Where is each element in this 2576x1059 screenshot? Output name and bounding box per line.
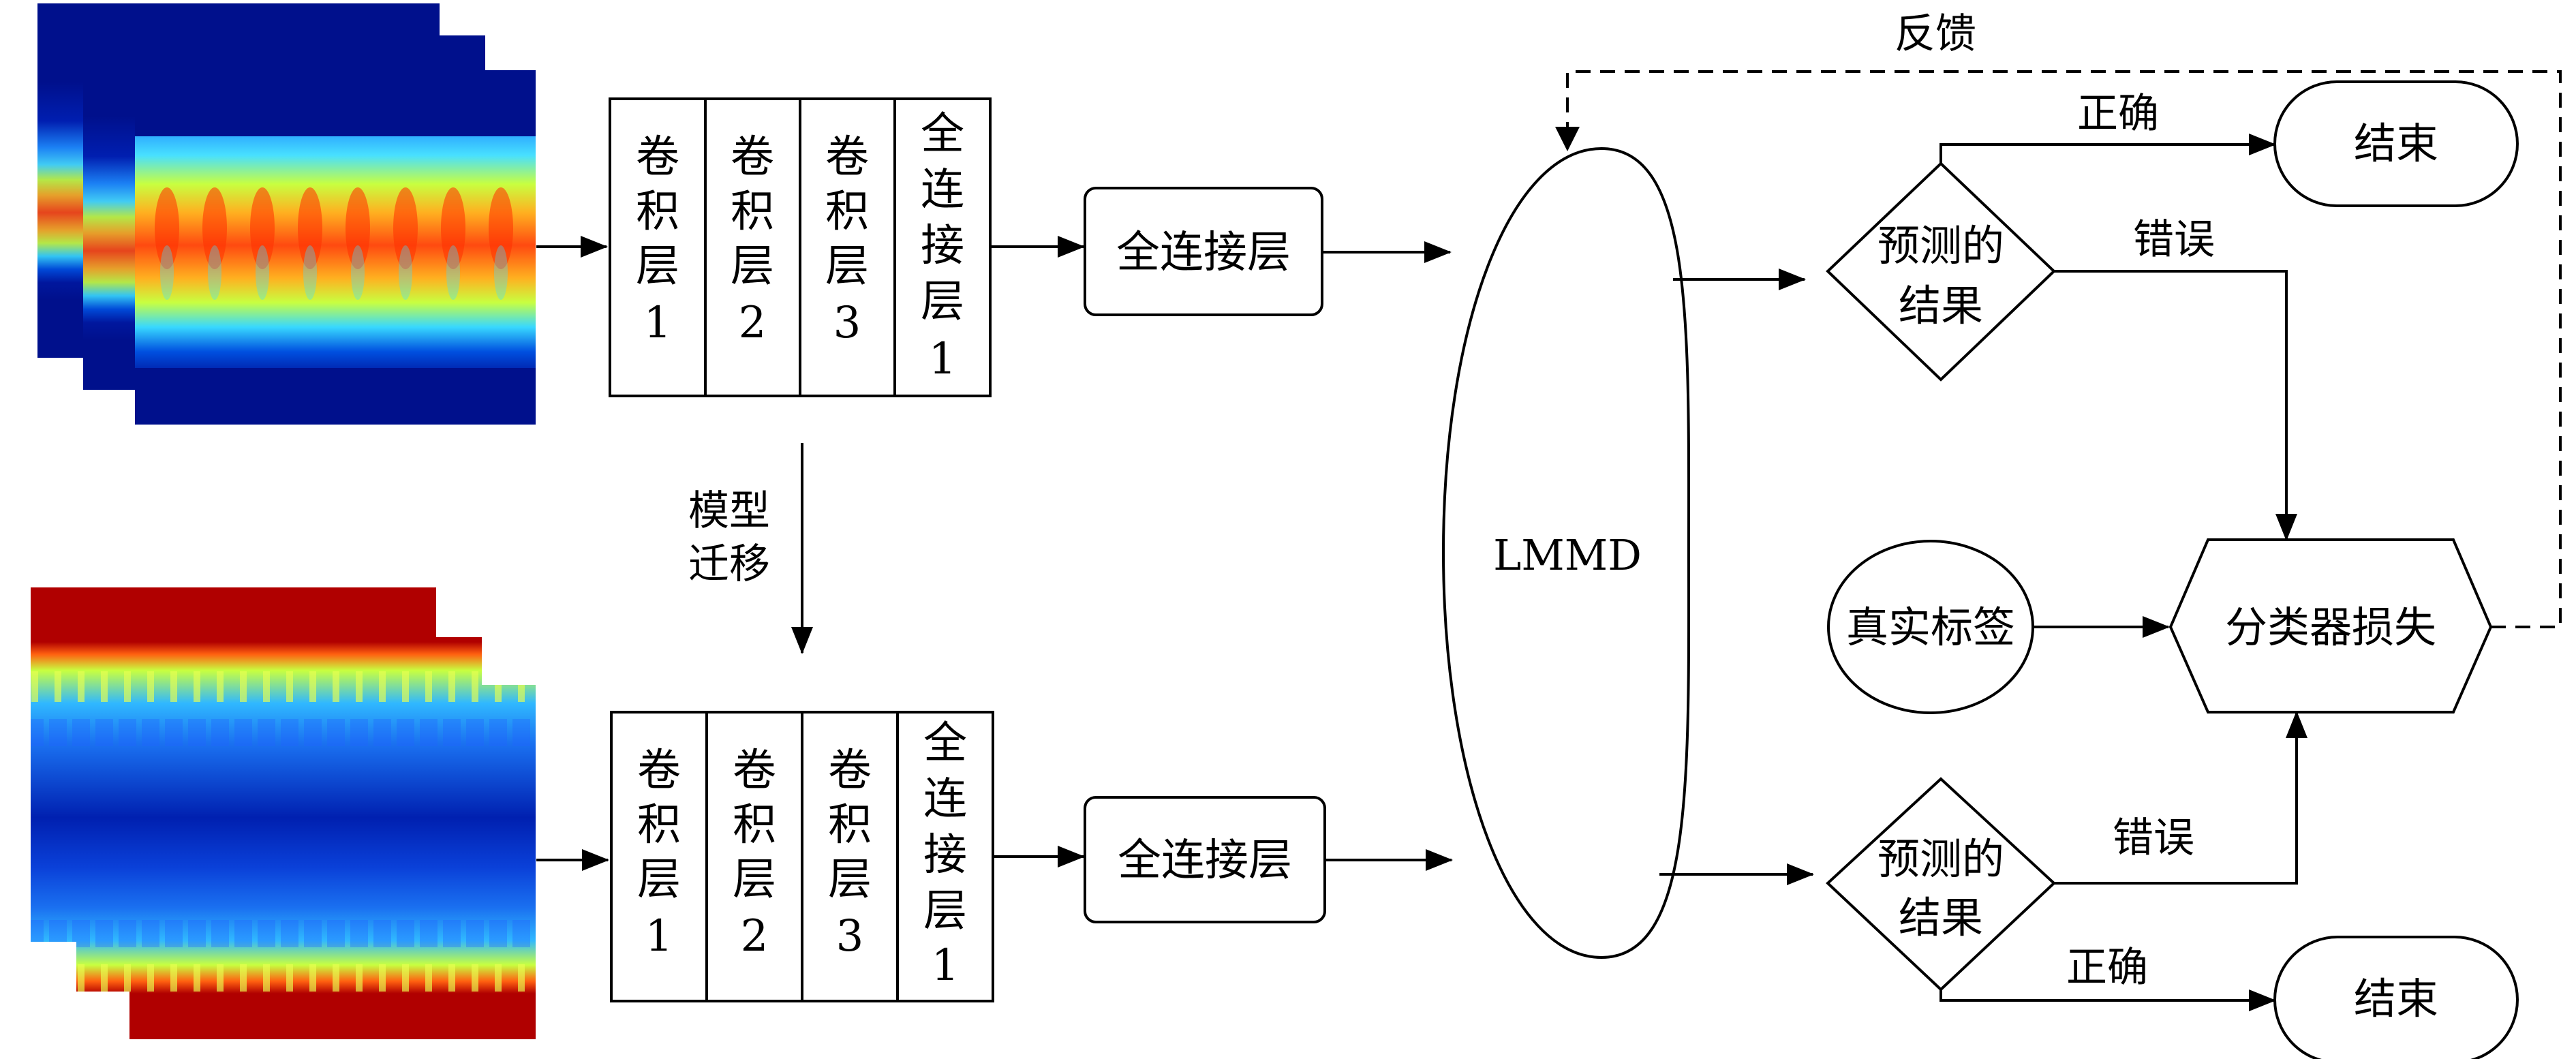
target-conv1-char3: 层: [637, 855, 681, 905]
target-fc1-char3: 接: [923, 830, 967, 880]
source-prediction-label-line2: 结果: [1899, 281, 1983, 331]
target-spectrogram-stack: [31, 587, 536, 1039]
source-fc1-char1: 全: [921, 109, 964, 159]
target-fc1-char4: 层: [923, 886, 967, 936]
source-conv3-char1: 卷: [825, 132, 869, 183]
arrow-source-wrong-to-loss: [2054, 270, 2297, 541]
target-spectrogram-front: [129, 685, 536, 1039]
source-conv1-char1: 卷: [636, 132, 679, 183]
source-conv1-char3: 层: [636, 241, 679, 292]
model-transfer-label-line2: 迁移: [688, 540, 770, 588]
target-wrong-label: 错误: [2113, 814, 2194, 862]
source-correct-label: 正确: [2077, 90, 2159, 138]
source-fc1-char5: 1: [929, 334, 957, 384]
source-prediction-label-line1: 预测的: [1877, 221, 2004, 271]
target-fc1-char2: 连: [923, 774, 967, 825]
source-conv3-char3: 层: [825, 241, 869, 292]
source-prediction-diamond: [1826, 162, 2056, 382]
source-conv3-char2: 积: [825, 187, 869, 237]
target-conv1-char1: 卷: [637, 746, 681, 796]
arrow-source-correct-to-end: [1939, 134, 2276, 164]
target-conv3-char3: 层: [828, 855, 872, 905]
arrow-target-wrong-to-loss: [2054, 711, 2307, 885]
model-transfer-label-line1: 模型: [688, 487, 770, 535]
source-spectrogram-image: [135, 136, 536, 368]
target-conv1-char4: 1: [645, 911, 673, 962]
source-spectrogram-stack: [37, 3, 536, 425]
source-conv1-char4: 1: [644, 298, 672, 348]
target-correct-label: 正确: [2066, 944, 2148, 992]
target-end-node: [2273, 936, 2519, 1059]
source-conv2-char1: 卷: [731, 132, 774, 183]
source-conv2-char3: 层: [731, 241, 774, 292]
arrow-target-correct-to-end: [1939, 989, 2276, 1011]
source-conv2-char4: 2: [739, 298, 767, 348]
feedback-path: [1566, 70, 2562, 628]
target-fc-box-label: 全连接层: [1118, 835, 1292, 886]
target-prediction-label-line1: 预测的: [1877, 834, 2004, 884]
source-fc1-char3: 接: [921, 221, 964, 271]
target-conv2-char1: 卷: [733, 746, 776, 796]
source-fc1-char4: 层: [921, 277, 964, 327]
source-conv1-char2: 积: [636, 187, 679, 237]
source-cnn-layers: 卷 积 层 1 卷 积 层 2 卷 积 层 3 全 连 接 层 1: [609, 97, 992, 397]
source-end-node: [2273, 80, 2519, 207]
feedback-label: 反馈: [1895, 10, 1976, 58]
source-fc1-char2: 连: [921, 165, 964, 215]
classifier-loss-label: 分类器损失: [2225, 602, 2436, 652]
target-conv3-char4: 3: [836, 911, 864, 962]
target-conv3-char2: 积: [828, 800, 872, 850]
target-conv2-char2: 积: [733, 800, 776, 850]
target-conv2-char3: 层: [733, 855, 776, 905]
target-cnn-layers: 卷 积 层 1 卷 积 层 2 卷 积 层 3 全 连 接 层 1: [610, 711, 994, 1002]
source-end-label: 结束: [2354, 119, 2438, 168]
feedback-arrowhead: [1555, 127, 1580, 151]
lmmd-label: LMMD: [1493, 530, 1642, 580]
target-prediction-label-line2: 结果: [1899, 893, 1983, 942]
target-conv3-char1: 卷: [828, 746, 872, 796]
source-conv2-char2: 积: [731, 187, 774, 237]
lmmd-node: [1441, 147, 1691, 960]
target-prediction-diamond: [1826, 777, 2056, 992]
classifier-loss-node: [2168, 538, 2493, 713]
target-end-label: 结束: [2354, 974, 2438, 1024]
target-fc1-char5: 1: [932, 940, 960, 991]
source-conv3-char4: 3: [833, 298, 861, 348]
target-conv2-char4: 2: [741, 911, 769, 962]
true-label-text: 真实标签: [1846, 602, 2015, 652]
target-fc1-char1: 全: [923, 718, 967, 769]
source-fc-box-label: 全连接层: [1116, 228, 1291, 278]
source-wrong-label: 错误: [2133, 216, 2215, 264]
target-conv1-char2: 积: [637, 800, 681, 850]
